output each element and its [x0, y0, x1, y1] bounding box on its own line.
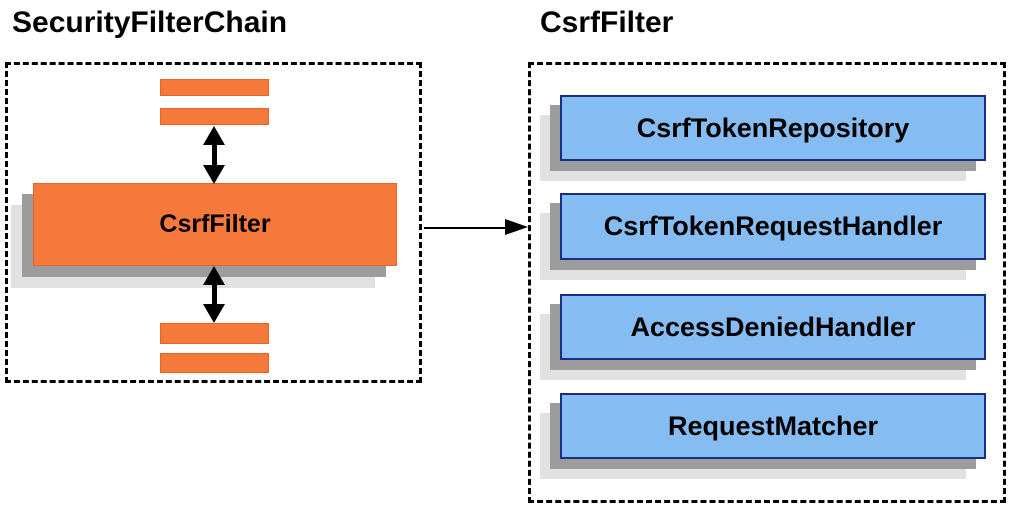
arrow-up-head [203, 266, 225, 285]
component-label: CsrfTokenRepository [560, 95, 986, 161]
bidirectional-arrow-icon [203, 126, 225, 184]
csrf-filter-node-group: CsrfFilter [11, 183, 397, 288]
csrf-filter-node: CsrfFilter [33, 183, 397, 266]
right-panel-title: CsrfFilter [540, 6, 674, 39]
filter-placeholder-bar [160, 353, 269, 373]
component-csrf-token-request-handler: CsrfTokenRequestHandler [540, 193, 986, 280]
arrow-up-head [203, 126, 225, 145]
security-filter-chain-container [5, 62, 422, 383]
arrow-shaft [211, 279, 217, 310]
component-label: RequestMatcher [560, 393, 986, 459]
filter-placeholder-bar [160, 323, 269, 344]
component-csrf-token-repository: CsrfTokenRepository [540, 95, 986, 181]
component-label: CsrfTokenRequestHandler [560, 193, 986, 260]
csrf-filter-detail-container [528, 62, 1006, 503]
arrow-shaft [211, 139, 217, 171]
filter-placeholder-bar [160, 108, 269, 125]
filter-placeholder-bar [160, 79, 269, 96]
arrow-down-head [203, 165, 225, 184]
arrow-down-head [203, 304, 225, 323]
arrow-shaft [424, 227, 506, 229]
bidirectional-arrow-icon [203, 266, 225, 323]
flow-arrow-icon [424, 216, 528, 240]
left-panel-title: SecurityFilterChain [12, 6, 288, 39]
arrow-right-head [505, 219, 528, 235]
component-label: AccessDeniedHandler [560, 294, 986, 360]
component-access-denied-handler: AccessDeniedHandler [540, 294, 986, 380]
component-request-matcher: RequestMatcher [540, 393, 986, 479]
